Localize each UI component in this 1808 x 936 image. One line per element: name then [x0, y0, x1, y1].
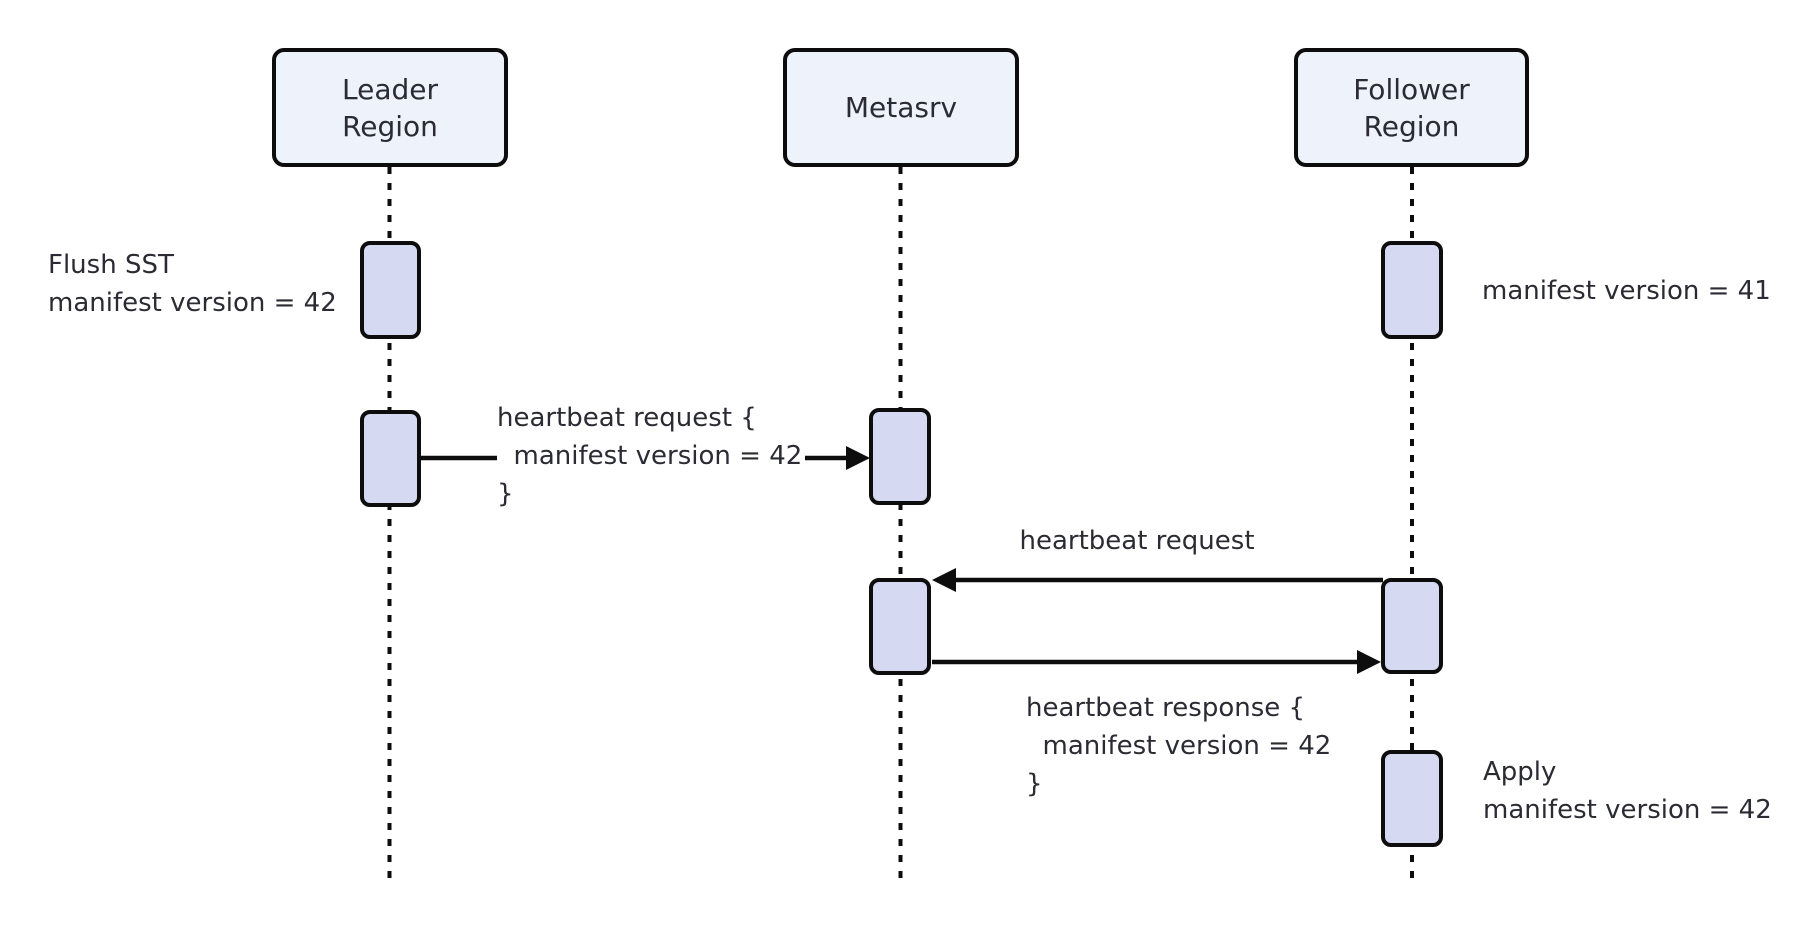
activation-follower-manifest41 [1381, 241, 1443, 339]
activation-metasrv-follower-heartbeat [869, 578, 931, 675]
activation-follower-heartbeat [1381, 578, 1443, 674]
participant-leader-region-label: Leader Region [341, 72, 438, 143]
activation-metasrv-leader-heartbeat [869, 408, 931, 505]
arrowhead-heartbeat-request-follower [932, 568, 956, 592]
participant-follower-region: Follower Region [1294, 48, 1529, 167]
activation-leader-flush [360, 241, 421, 339]
note-apply: Apply manifest version = 42 [1483, 757, 1772, 825]
participant-metasrv: Metasrv [783, 48, 1019, 167]
message-label-heartbeat-request-leader: heartbeat request { manifest version = 4… [497, 403, 803, 509]
note-manifest-version-41: manifest version = 41 [1482, 276, 1771, 306]
note-flush-sst: Flush SST manifest version = 42 [48, 250, 337, 318]
message-label-heartbeat-response: heartbeat response { manifest version = … [1026, 693, 1332, 799]
participant-metasrv-label: Metasrv [844, 91, 958, 124]
arrowhead-heartbeat-request-leader [846, 446, 870, 470]
activation-follower-apply [1381, 750, 1443, 847]
message-label-heartbeat-request-follower: heartbeat request [1019, 526, 1255, 556]
arrowhead-heartbeat-response [1357, 650, 1381, 674]
participant-follower-region-label: Follower Region [1353, 72, 1470, 143]
participant-leader-region: Leader Region [272, 48, 508, 167]
activation-leader-heartbeat [360, 410, 421, 507]
